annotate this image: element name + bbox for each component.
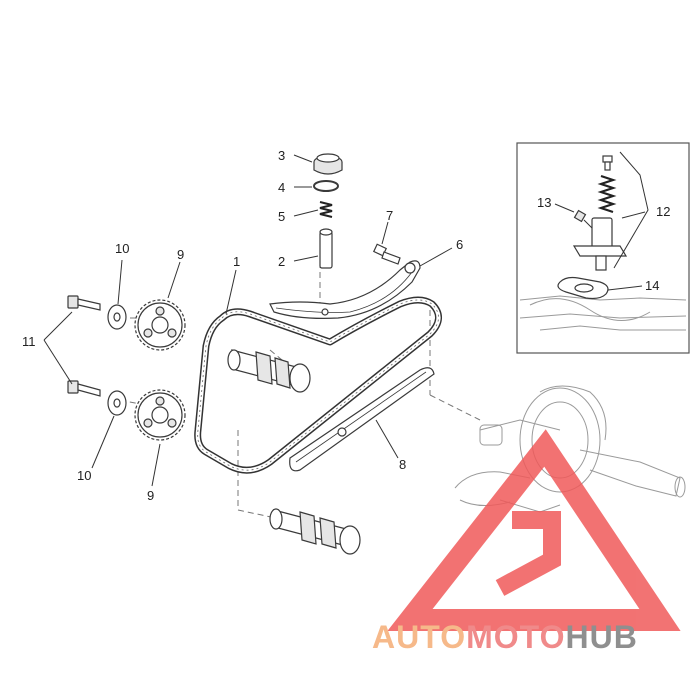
bolt-lower	[67, 380, 101, 397]
svg-text:AUTOMOTOHUB: AUTOMOTOHUB	[372, 619, 638, 655]
sprocket-upper	[134, 299, 186, 351]
watermark-text: AUTOMOTOHUB	[372, 619, 638, 655]
callout-5: 5	[278, 209, 285, 224]
bolt-part-7	[372, 243, 401, 265]
camshaft-lower	[269, 508, 361, 555]
chain-slider-part-6	[269, 260, 421, 319]
timing-chain-part-1	[194, 296, 442, 474]
callout-1: 1	[233, 254, 240, 269]
screw-part-12-top	[602, 155, 613, 171]
callout-2: 2	[278, 254, 285, 269]
watermark-logo	[387, 429, 681, 631]
callout-13: 13	[537, 195, 551, 210]
callout-9-upper: 9	[177, 247, 184, 262]
crankshaft	[454, 385, 686, 513]
chain-guide-part-8	[289, 367, 435, 472]
bolt-upper	[67, 295, 101, 311]
tensioner-spring	[597, 174, 617, 214]
tensioner-inset	[516, 142, 690, 354]
oring-part-4	[313, 180, 339, 192]
watermark-hub: HUB	[565, 619, 637, 655]
plunger-part-2	[319, 228, 333, 269]
cap-part-3	[313, 153, 343, 175]
camshaft-upper	[227, 349, 311, 393]
callout-6: 6	[456, 237, 463, 252]
callout-7: 7	[386, 208, 393, 223]
callout-12: 12	[656, 204, 670, 219]
spring-part-5	[319, 201, 333, 218]
callout-10-upper: 10	[115, 241, 129, 256]
watermark-auto: AUTO	[372, 619, 466, 655]
sprocket-lower	[134, 389, 186, 441]
callout-4: 4	[278, 180, 285, 195]
leader-lines	[43, 154, 453, 487]
washer-lower	[107, 390, 127, 416]
callout-3: 3	[278, 148, 285, 163]
watermark-moto: MOTO	[466, 619, 565, 655]
callout-11: 11	[22, 334, 36, 349]
callout-9-lower: 9	[147, 488, 154, 503]
callout-10-lower: 10	[77, 468, 91, 483]
screw-part-13	[573, 209, 593, 229]
callout-8: 8	[399, 457, 406, 472]
washer-upper	[107, 304, 127, 330]
callout-labels: 3 4 5 2 1 7 6 8 9 9 10 10 11 12 13 14	[22, 148, 670, 503]
callout-14: 14	[645, 278, 659, 293]
tensioner-body	[572, 217, 628, 271]
gasket-part-14	[557, 276, 609, 300]
